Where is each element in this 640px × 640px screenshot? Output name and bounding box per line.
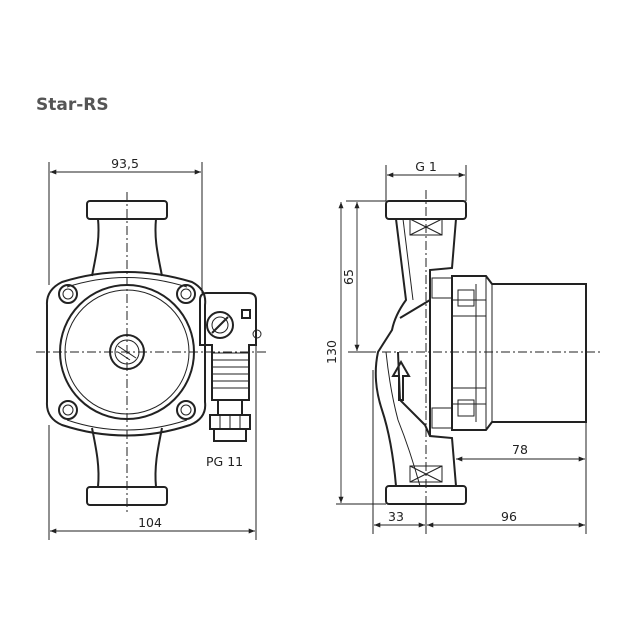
screw-bottom-left [58, 400, 78, 420]
side-view: G 1 65 130 78 33 96 [324, 159, 600, 534]
dim-motor-length: 78 [512, 442, 528, 457]
label-cable-gland: PG 11 [206, 454, 243, 469]
terminal-box [199, 292, 262, 442]
screw-bottom-right [176, 400, 196, 420]
dim-total-height: 130 [324, 340, 339, 364]
dim-bottom-width: 104 [138, 515, 162, 530]
dim-thread: G 1 [415, 159, 437, 174]
screw-top-left [58, 284, 78, 304]
screw-top-right [176, 284, 196, 304]
page-title: Star-RS [36, 95, 109, 115]
dim-top-width: 93,5 [111, 156, 139, 171]
front-view: 93,5 104 PG 11 [36, 156, 268, 540]
dim-right-length: 96 [501, 509, 517, 524]
dim-height-half: 65 [341, 269, 356, 285]
dim-inlet-offset: 33 [388, 509, 404, 524]
